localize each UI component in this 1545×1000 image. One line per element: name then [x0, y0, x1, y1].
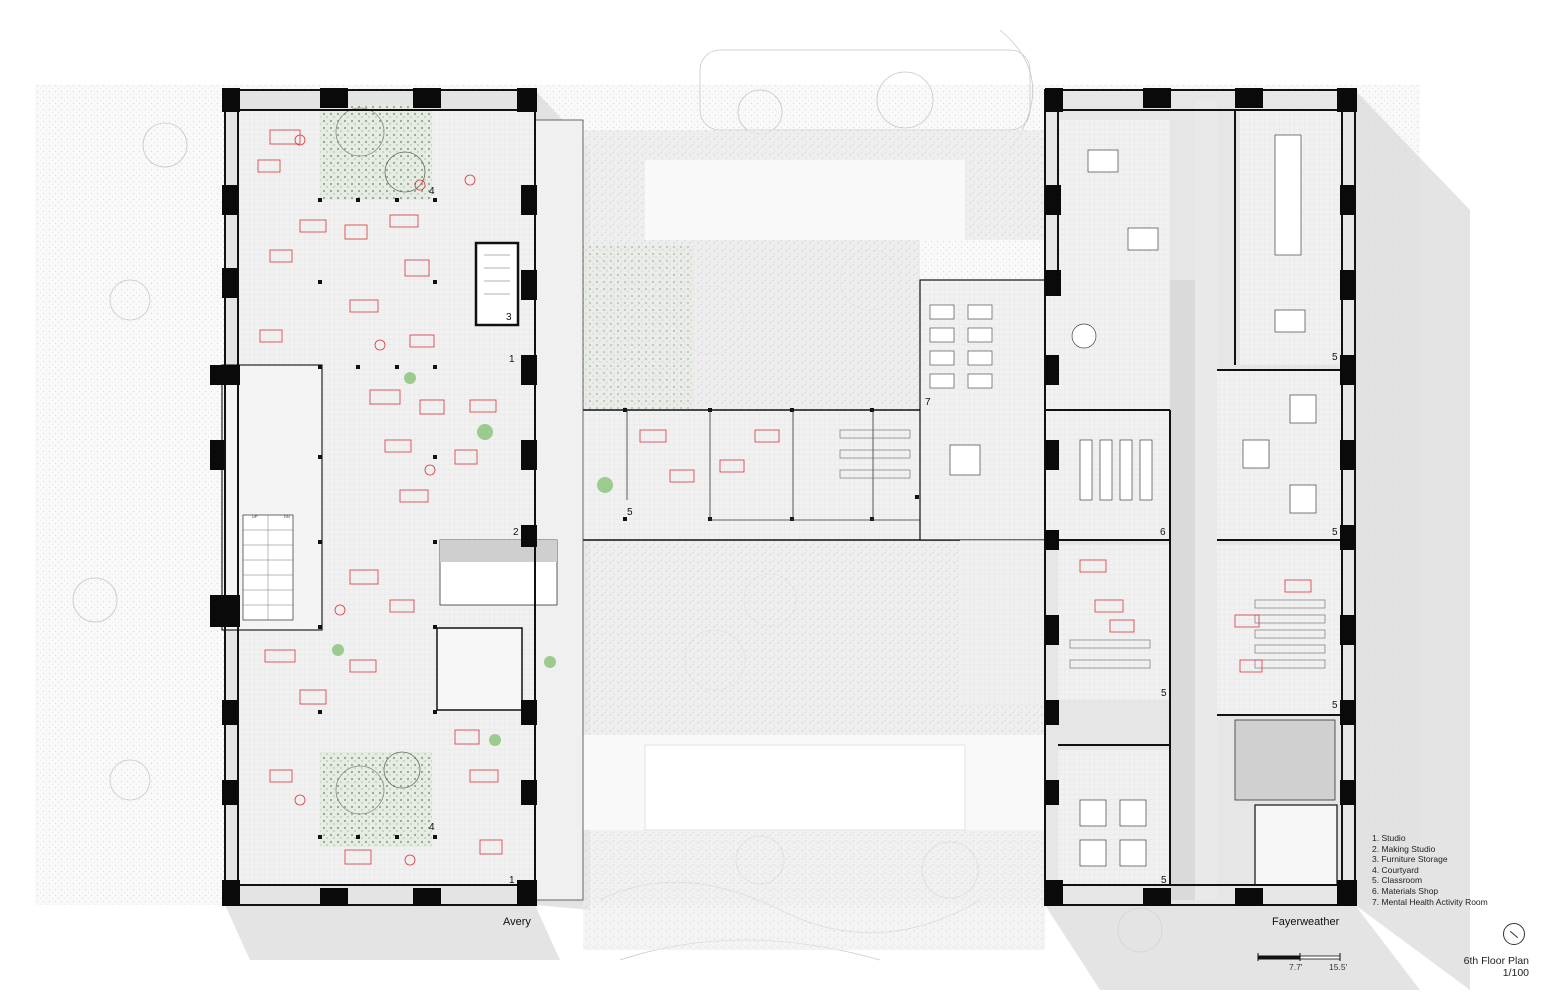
fayer-stair: [1234, 719, 1336, 801]
drawing-scale: 1/100: [1502, 967, 1529, 979]
scale-bar-mid-label: 7.7': [1289, 962, 1303, 972]
label-classroom-ne: 5: [1332, 352, 1338, 363]
room-legend: 1. Studio 2. Making Studio 3. Furniture …: [1372, 833, 1488, 907]
label-studio-north: 1: [509, 354, 515, 365]
stair-dn-mark: DN: [284, 514, 290, 519]
north-arrow-icon: [1503, 923, 1525, 945]
fayer-piers: [1045, 88, 1357, 906]
building-name-avery: Avery: [503, 916, 531, 928]
label-materials-shop: 6: [1160, 527, 1166, 538]
legend-item: 4. Courtyard: [1372, 864, 1419, 875]
activity-mats: [929, 304, 993, 389]
label-classroom-e-mid: 5: [1332, 527, 1338, 538]
label-classroom-connector: 5: [627, 507, 633, 518]
building-name-fayerweather: Fayerweather: [1272, 916, 1340, 928]
north-lawn: [645, 160, 965, 240]
fayer-toilets: [1254, 804, 1338, 886]
avery-piers: [210, 88, 537, 906]
connector-partitions: [626, 410, 920, 521]
lounge: [1045, 285, 1170, 410]
classroom-tables: [949, 134, 1317, 867]
legend-item: 7. Mental Health Activity Room: [1372, 896, 1488, 907]
studio-furniture: [257, 129, 503, 866]
avery-walls: [224, 89, 536, 906]
label-studio-south: 1: [509, 875, 515, 886]
label-mental-health: 7: [925, 397, 931, 408]
label-classroom-w-low: 5: [1161, 688, 1167, 699]
label-classroom-e-low: 5: [1332, 700, 1338, 711]
mid-garden-green: [583, 245, 693, 410]
avery-toilets: [436, 627, 523, 711]
classroom-chair-rows: [839, 429, 1326, 669]
fayer-walls: [1044, 89, 1356, 906]
scale-bar: [1257, 953, 1341, 961]
legend-item: 5. Classroom: [1372, 875, 1423, 886]
legend-item: 3. Furniture Storage: [1372, 854, 1448, 865]
scale-bar-end-label: 15.5': [1329, 962, 1348, 972]
avery-interior-columns: [318, 198, 437, 839]
mental-health-room: [919, 279, 1046, 541]
classroom-w-low: [1058, 545, 1170, 700]
legend-item: 6. Materials Shop: [1372, 885, 1439, 896]
stair-up-mark: UP: [252, 514, 258, 519]
label-courtyard-north: 4: [429, 186, 435, 197]
bottom-garden: [583, 830, 1045, 950]
fayer-red-furniture: [639, 429, 1312, 673]
classroom-e-mid: [1217, 370, 1342, 540]
label-courtyard-south: 4: [429, 822, 435, 833]
label-furniture-storage: 3: [506, 312, 512, 323]
avery-east-corridor: [534, 119, 584, 901]
label-classroom-sw: 5: [1161, 875, 1167, 886]
furniture-storage: [474, 241, 520, 327]
avery-plants: [332, 372, 613, 746]
classroom-nw: [1058, 120, 1170, 285]
classroom-patio: [960, 540, 1045, 705]
label-making-studio: 2: [513, 527, 519, 538]
drawing-title: 6th Floor Plan: [1463, 955, 1529, 967]
legend-item: 2. Making Studio: [1372, 843, 1436, 854]
classroom-sw: [1058, 750, 1170, 885]
drawing-title-block: 6th Floor Plan 1/100: [1464, 955, 1529, 979]
south-lawn-2: [644, 744, 966, 831]
legend-item: 1. Studio: [1372, 833, 1406, 843]
courtyard-south: [320, 752, 432, 847]
fayer-core-shadow-2: [1195, 100, 1217, 900]
